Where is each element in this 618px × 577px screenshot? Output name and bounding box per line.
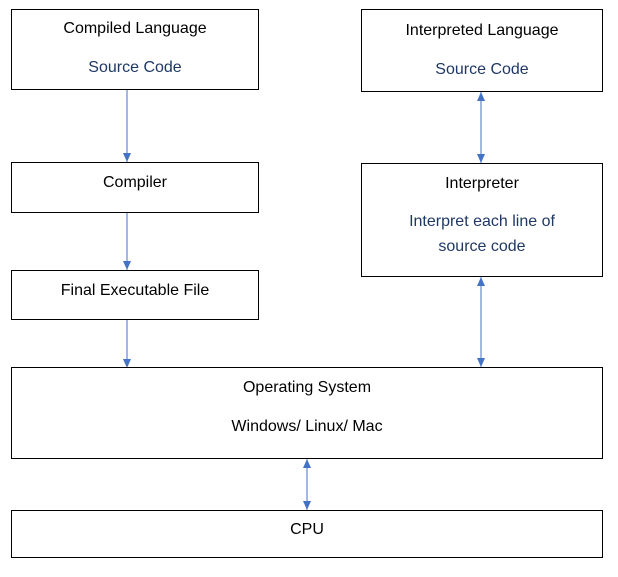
interpreter-title: Interpreter [445, 175, 519, 192]
compiler-title: Compiler [102, 174, 167, 191]
operating-system-title: Operating System [242, 379, 372, 396]
compiled-language-box: Compiled Language Source Code [11, 9, 259, 90]
final-executable-box: Final Executable File [11, 270, 259, 320]
cpu-title: CPU [290, 521, 324, 538]
compiler-box: Compiler [11, 162, 259, 213]
interpreter-description-line1: Interpret each line of [409, 213, 555, 230]
operating-system-box: Operating System Windows/ Linux/ Mac [11, 367, 603, 459]
interpreter-box: Interpreter Interpret each line of sourc… [361, 163, 603, 277]
final-executable-title: Final Executable File [60, 282, 210, 299]
compiled-language-title: Compiled Language [63, 20, 207, 37]
interpreted-source-code-label: Source Code [435, 61, 529, 78]
interpreter-description-line2: source code [438, 238, 526, 255]
interpreted-language-box: Interpreted Language Source Code [361, 9, 603, 92]
interpreted-language-title: Interpreted Language [405, 22, 559, 39]
compiled-source-code-label: Source Code [88, 59, 182, 76]
cpu-box: CPU [11, 510, 603, 558]
operating-system-list: Windows/ Linux/ Mac [231, 418, 383, 435]
